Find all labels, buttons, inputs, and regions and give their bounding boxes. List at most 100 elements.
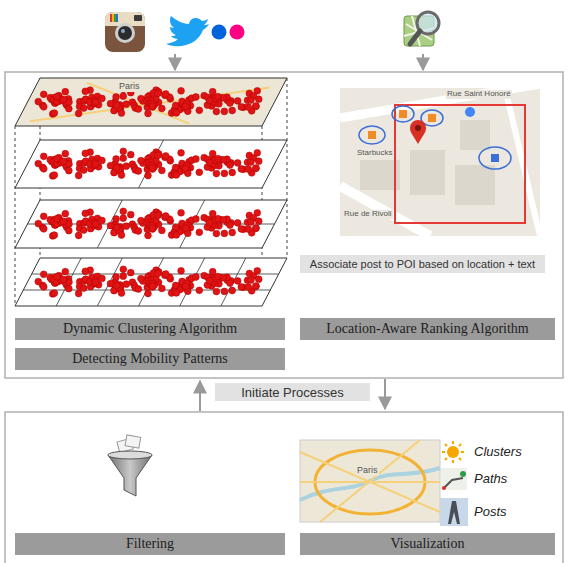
- drawing-part: [392, 106, 414, 122]
- legend-text: Clusters: [474, 444, 522, 459]
- post-dot: [65, 227, 72, 234]
- post-dot: [234, 220, 241, 227]
- post-dot: [149, 283, 156, 290]
- post-dot: [120, 273, 127, 280]
- post-dot: [51, 232, 58, 239]
- post-dot: [154, 90, 161, 97]
- post-dot: [54, 93, 61, 100]
- post-dot: [206, 219, 213, 226]
- post-dot: [123, 163, 130, 170]
- drawing-part: [112, 14, 114, 22]
- post-dot: [158, 167, 165, 174]
- post-dot: [245, 284, 252, 291]
- twitter-icon: [166, 16, 209, 46]
- map-label: Starbucks: [356, 149, 394, 158]
- grid-line: [180, 258, 205, 306]
- post-dot: [51, 110, 58, 117]
- post-dot: [135, 168, 142, 175]
- drawing-part: [440, 498, 468, 526]
- post-dot: [209, 210, 216, 217]
- drawing-part: [460, 120, 490, 150]
- post-dot: [178, 87, 185, 94]
- post-dot: [92, 279, 99, 286]
- map-label: Paris: [356, 466, 379, 476]
- post-dot: [99, 95, 106, 102]
- post-dot: [123, 281, 130, 288]
- drawing-part: [108, 455, 152, 496]
- grid-line: [221, 258, 246, 306]
- legend-text: Posts: [474, 504, 507, 519]
- post-dot: [60, 218, 67, 225]
- drawing-part: [441, 468, 467, 490]
- post-dot: [172, 102, 179, 109]
- post-dot: [206, 97, 213, 104]
- post-dot: [120, 148, 127, 155]
- layer-plane: [15, 200, 287, 248]
- drawing-part: [479, 147, 511, 169]
- post-dot: [120, 215, 127, 222]
- post-dot: [252, 165, 259, 172]
- post-dot: [162, 213, 169, 220]
- post-dot: [178, 149, 185, 156]
- post-dot: [54, 215, 61, 222]
- post-dot: [40, 271, 47, 278]
- post-dot: [213, 170, 220, 177]
- drawing-part: [415, 125, 421, 131]
- openstreetmap-icon: [404, 12, 439, 46]
- drawing-part: [442, 441, 464, 463]
- post-dot: [172, 282, 179, 289]
- post-dot: [145, 232, 152, 239]
- post-dot: [154, 152, 161, 159]
- post-dot: [238, 225, 245, 232]
- layer-guide: [15, 126, 16, 306]
- post-dot: [113, 102, 120, 109]
- post-dot: [54, 155, 61, 162]
- post-dot: [221, 288, 228, 295]
- post-dot: [178, 267, 185, 274]
- algorithm-bar: Detecting Mobility Patterns: [15, 348, 285, 370]
- process-panel: [5, 72, 563, 378]
- drawing-part: [105, 12, 145, 52]
- drawing-part: [368, 131, 376, 139]
- node-text: Visualization: [391, 536, 465, 552]
- post-dot: [113, 156, 120, 163]
- post-dot: [92, 221, 99, 228]
- drawing-part: [300, 440, 440, 522]
- post-dot: [107, 222, 114, 229]
- post-dot: [118, 110, 125, 117]
- post-dot: [229, 169, 236, 176]
- node-text: Filtering: [126, 536, 174, 552]
- drawing-part: [455, 165, 495, 205]
- post-dot: [65, 105, 72, 112]
- post-dot: [82, 150, 89, 157]
- drawing-part: [410, 31, 420, 44]
- drawing-part: [300, 440, 440, 522]
- post-dot: [234, 160, 241, 167]
- post-dot: [92, 161, 99, 168]
- post-dot: [214, 215, 221, 222]
- post-dot: [92, 99, 99, 106]
- process-box: Initiate Processes: [215, 383, 370, 401]
- cluster-layer: [15, 78, 287, 126]
- post-dot: [54, 273, 61, 280]
- post-dot: [173, 171, 180, 178]
- post-dot: [107, 100, 114, 107]
- post-dot: [118, 172, 125, 179]
- post-dot: [255, 218, 262, 225]
- map-label: Paris: [118, 82, 141, 92]
- post-dot: [113, 216, 120, 223]
- input-arrow: [174, 54, 176, 70]
- post-dot: [192, 156, 199, 163]
- post-dot: [238, 103, 245, 110]
- drawing-part: [491, 154, 499, 162]
- post-dot: [252, 283, 259, 290]
- post-dot: [35, 220, 42, 227]
- post-dot: [253, 103, 260, 110]
- post-dot: [196, 229, 203, 236]
- post-dot: [99, 217, 106, 224]
- layer-guide: [287, 78, 288, 258]
- post-dot: [138, 217, 145, 224]
- post-dot: [99, 275, 106, 282]
- post-dot: [62, 268, 69, 275]
- drawing-part: [410, 120, 426, 144]
